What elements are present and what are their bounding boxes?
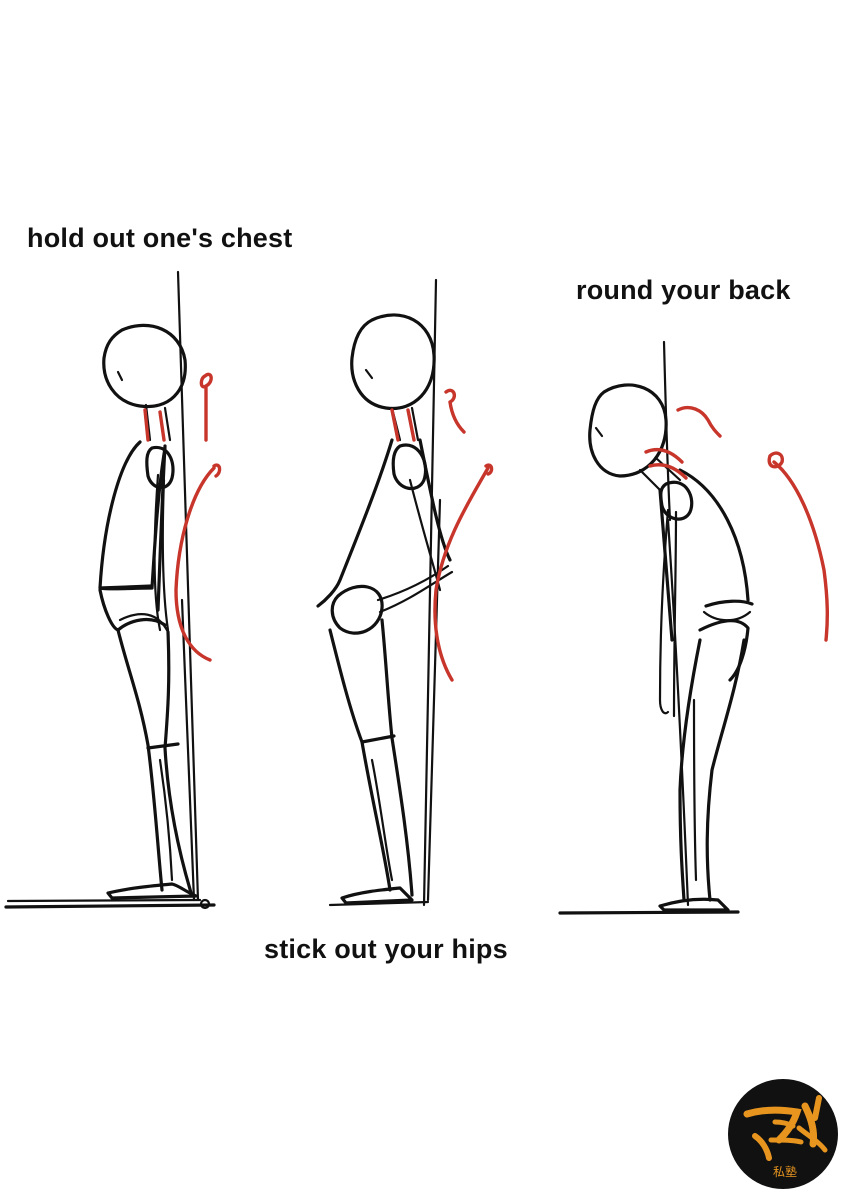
- head-1: [102, 323, 187, 409]
- shoulder-1: [145, 445, 175, 490]
- caption-hold-out-chest: hold out one's chest: [27, 223, 293, 253]
- spine-line-3: [772, 460, 830, 642]
- shoulder-2: [391, 443, 428, 491]
- spine-line-2: [433, 466, 490, 682]
- head-3: [588, 383, 668, 478]
- torso-3: [678, 468, 750, 602]
- floor-line-1: [4, 903, 216, 909]
- wall-line-1: [176, 270, 200, 902]
- logo-subtext: 私塾: [773, 1164, 797, 1179]
- caption-stick-out-hips: stick out your hips: [264, 934, 508, 964]
- figure-chest-out: [4, 270, 222, 910]
- head-2: [350, 313, 436, 411]
- figure-hips-out: [316, 278, 494, 907]
- legs-3: [678, 638, 702, 902]
- hip-2: [330, 584, 384, 635]
- wall-line-3: [662, 340, 672, 522]
- caption-round-back: round your back: [576, 275, 791, 305]
- torso-2: [316, 438, 394, 608]
- figure-rounded-back: [558, 340, 830, 915]
- spine-line-1: [174, 466, 216, 662]
- floor-line-3: [558, 910, 740, 915]
- legs-1: [116, 628, 164, 892]
- anime-shijuku-logo: 私塾: [728, 1079, 838, 1189]
- legs-2: [328, 628, 392, 892]
